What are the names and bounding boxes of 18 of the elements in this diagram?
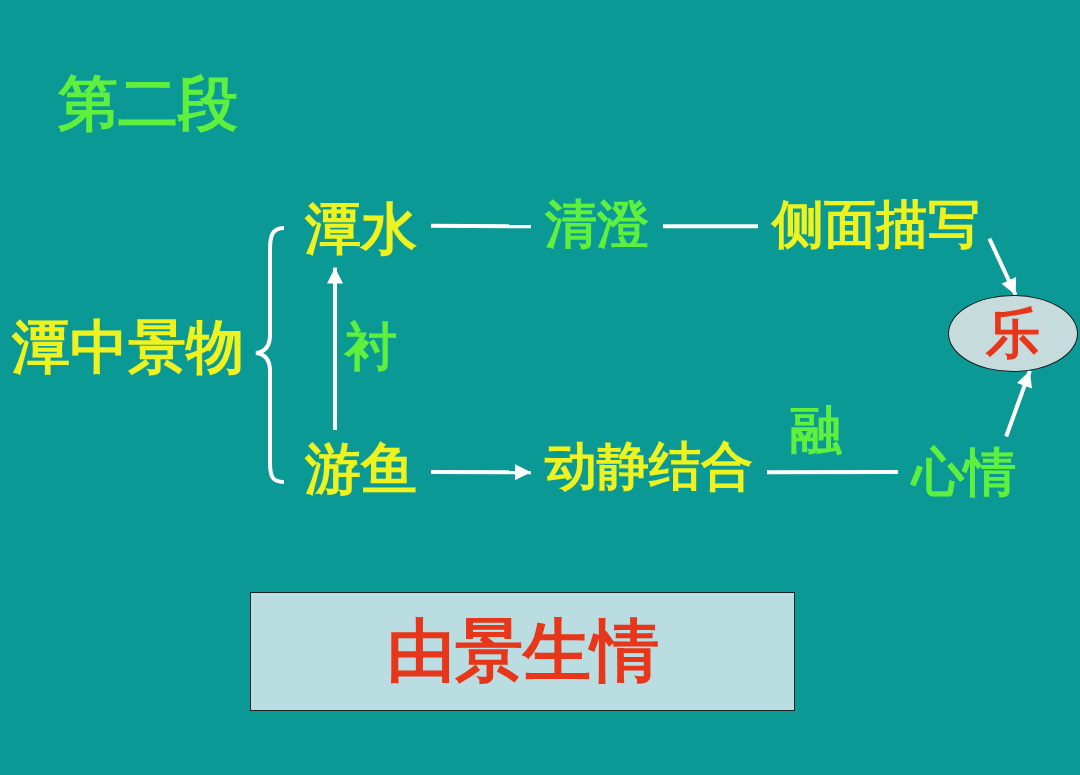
arrow	[987, 237, 1018, 296]
node-text: 由景生情	[386, 614, 659, 689]
connector-line	[431, 223, 531, 229]
arrow	[1004, 370, 1032, 438]
arrow	[431, 464, 531, 481]
node-text: 侧面描写	[766, 196, 986, 254]
node-text: 心情	[906, 444, 1022, 502]
node-text: 潭水	[299, 198, 423, 260]
connector-line	[767, 470, 898, 475]
node-text: 清澄	[539, 196, 655, 254]
node-text: 动静结合	[539, 438, 759, 496]
title: 第二段	[58, 70, 238, 136]
node-text: 潭中景物	[6, 316, 250, 380]
summary-panel	[250, 592, 795, 711]
arrow	[327, 267, 343, 430]
node-text: 游鱼	[299, 438, 423, 500]
node-text: 乐	[986, 303, 1040, 364]
connector-line	[663, 224, 758, 229]
